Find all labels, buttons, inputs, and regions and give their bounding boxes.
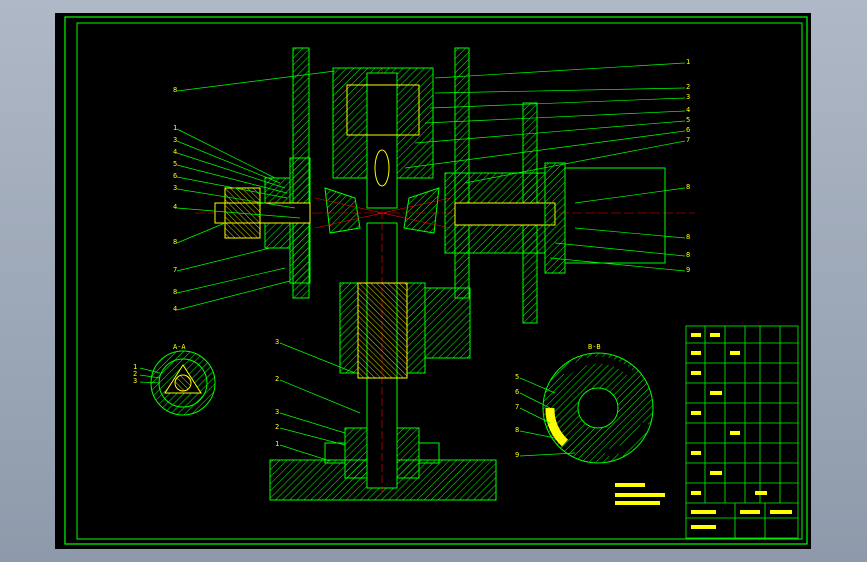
technical-notes (615, 483, 665, 505)
balloon-label: 6 (173, 172, 178, 180)
balloon-label: 7 (686, 136, 691, 144)
cad-viewport[interactable]: 8 1 3 4 5 6 3 4 8 7 8 4 1 2 3 4 5 6 7 8 … (55, 13, 811, 549)
upper-shaft (366, 72, 398, 209)
worm-support (424, 287, 471, 359)
section-view-a (150, 350, 216, 416)
balloon-label: 7 (515, 403, 520, 411)
right-cover (544, 162, 566, 274)
bevel-gear-right (403, 187, 440, 234)
balloon-label: 3 (173, 136, 178, 144)
section-leaders (139, 367, 576, 457)
lower-housing-left (324, 442, 346, 464)
outer-border (64, 16, 808, 545)
lower-bearing-left (344, 427, 368, 479)
balloon-label: 4 (173, 203, 178, 211)
balloon-label: 4 (686, 106, 691, 114)
balloon-label: 8 (173, 86, 178, 94)
balloon-label: 8 (173, 238, 178, 246)
leaders-left (176, 70, 336, 311)
worm-housing-left (339, 282, 359, 374)
motor-body (564, 167, 666, 264)
balloon-label: 8 (686, 233, 691, 241)
title-block-text (691, 333, 792, 529)
balloon-label: 6 (515, 388, 520, 396)
section-label-a: A-A (173, 343, 186, 351)
balloon-label: 4 (173, 305, 178, 313)
section-label-b: B-B (588, 343, 601, 351)
balloon-label: 2 (275, 423, 280, 431)
balloon-label: 3 (275, 338, 280, 346)
balloon-label: 3 (686, 93, 691, 101)
balloon-label: 2 (133, 370, 138, 378)
balloon-label: 7 (173, 266, 178, 274)
balloon-label: 9 (686, 266, 691, 274)
balloon-label: 5 (686, 116, 691, 124)
worm-housing-right (406, 282, 426, 374)
balloon-label: 2 (275, 375, 280, 383)
balloon-label: 3 (275, 408, 280, 416)
balloon-label: 9 (515, 451, 520, 459)
key-slot (374, 149, 390, 187)
balloon-label: 1 (686, 58, 691, 66)
balloon-label: 5 (173, 160, 178, 168)
balloon-label: 4 (173, 148, 178, 156)
worm-thread (357, 282, 408, 379)
balloon-label: 6 (686, 126, 691, 134)
balloon-label: 2 (686, 83, 691, 91)
lower-housing-right (418, 442, 440, 464)
balloon-label: 3 (133, 377, 138, 385)
title-block (685, 325, 799, 539)
bevel-gear-left (324, 187, 361, 234)
section-view-b (542, 352, 654, 464)
balloon-label: 3 (173, 184, 178, 192)
balloon-label: 1 (133, 363, 138, 371)
balloon-label: 1 (173, 124, 178, 132)
balloon-label: 8 (686, 183, 691, 191)
balloon-label: 8 (515, 426, 520, 434)
right-shaft (454, 202, 556, 226)
leaders-lower (279, 342, 361, 462)
inner-border (76, 22, 803, 540)
balloon-label: 5 (515, 373, 520, 381)
lower-bearing-right (396, 427, 420, 479)
balloon-label: 8 (686, 251, 691, 259)
balloon-label: 8 (173, 288, 178, 296)
leaders-right (404, 62, 686, 272)
mechanical-assembly-drawing (64, 16, 808, 545)
balloon-label: 1 (275, 440, 280, 448)
upper-bearing (346, 84, 420, 136)
